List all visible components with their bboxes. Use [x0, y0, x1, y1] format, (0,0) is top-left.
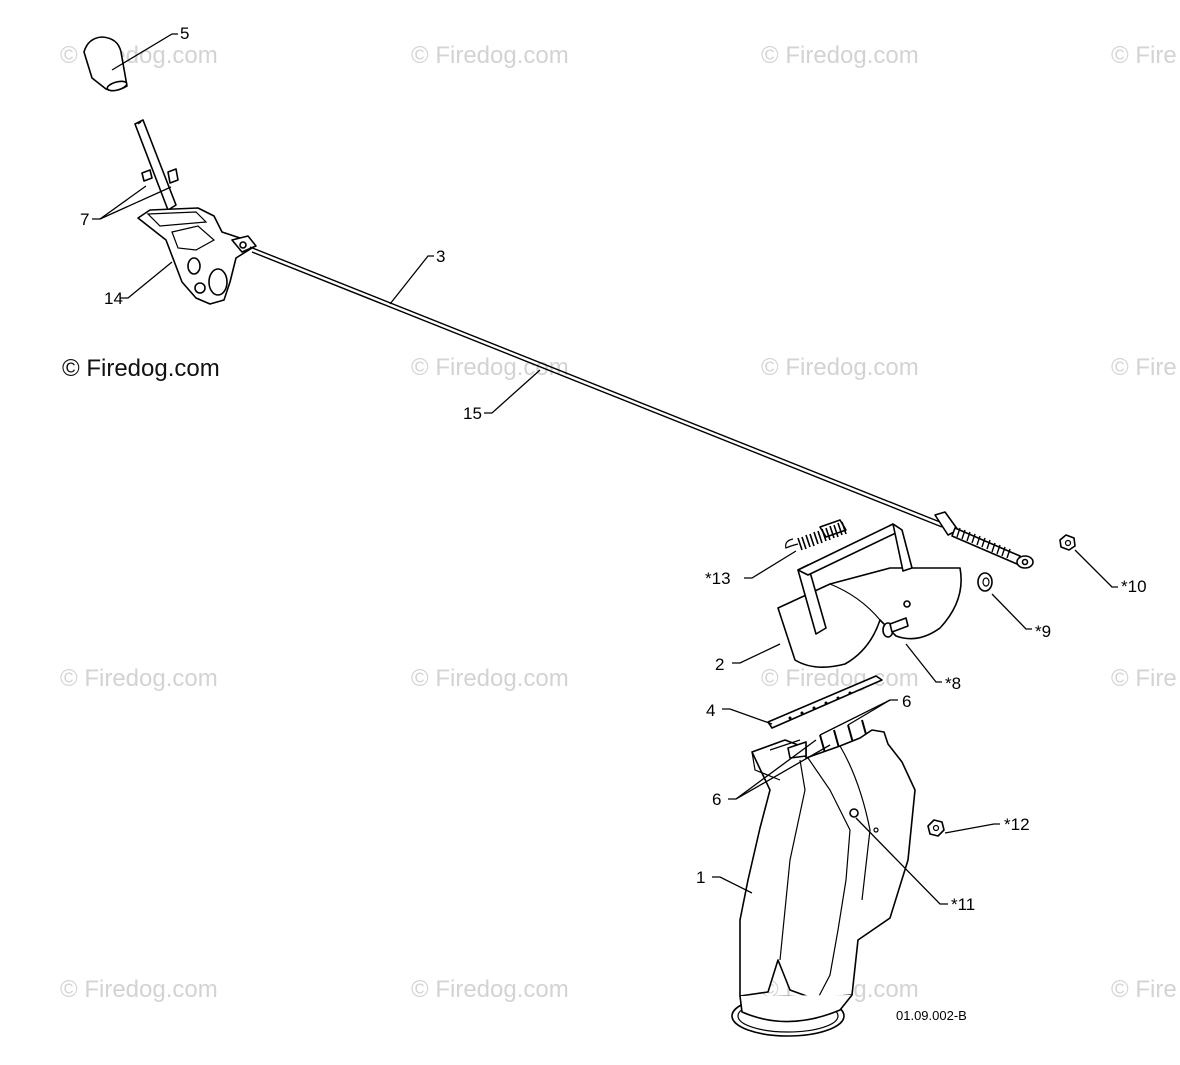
- callout-1: 1: [696, 868, 705, 887]
- watermark: © Firedog.com: [411, 665, 569, 692]
- spring-part: [785, 519, 847, 551]
- nut-12: [927, 819, 945, 837]
- callout-2: 2: [715, 655, 724, 674]
- watermark: © Firedog.com: [60, 42, 218, 69]
- leader-lines: [92, 33, 1118, 905]
- watermark: © Firedog.com: [411, 354, 569, 381]
- callout-9: *9: [1035, 622, 1051, 641]
- watermark: © Firedog.com: [60, 976, 218, 1003]
- callout-10: *10: [1121, 577, 1147, 596]
- drawing-code: 01.09.002-B: [896, 1008, 967, 1023]
- watermark: © Firedog.com: [411, 42, 569, 69]
- watermark: © Firedog.com: [411, 976, 569, 1003]
- callout-labels: 5 7 14 3 15 *13 *10 *9 2 *8 4 6 6 *12 1 …: [80, 24, 1147, 914]
- chute-body: [731, 729, 916, 1037]
- callout-14: 14: [104, 289, 123, 308]
- nut-10: [1059, 534, 1076, 551]
- callout-6: 6: [902, 692, 911, 711]
- watermark: © Firedog.com: [761, 665, 919, 692]
- callout-8: *8: [945, 674, 961, 693]
- watermark: © Fire: [1111, 42, 1177, 69]
- callout-11: *11: [951, 895, 975, 914]
- watermark: © Fire: [1111, 665, 1177, 692]
- callout-5: 5: [180, 24, 189, 43]
- callout-3: 3: [436, 247, 445, 266]
- watermark: © Firedog.com: [761, 354, 919, 381]
- plate-part: [767, 675, 883, 729]
- bracket-assembly: [137, 207, 257, 305]
- watermark: © Fire: [1111, 354, 1177, 381]
- callout-4: 4: [706, 701, 715, 720]
- washer-9: [977, 572, 993, 592]
- threaded-end: [934, 511, 1034, 569]
- watermark: © Firedog.com: [60, 665, 218, 692]
- watermark-grid: © Firedog.com © Firedog.com © Firedog.co…: [60, 42, 1177, 1003]
- copyright-notice: © Firedog.com: [62, 355, 220, 382]
- deflector-part: [777, 523, 962, 668]
- knob-part: [83, 36, 128, 92]
- shift-lever: [134, 119, 179, 211]
- callout-7: 7: [80, 210, 89, 229]
- callout-12: *12: [1004, 815, 1030, 834]
- watermark: © Firedog.com: [761, 42, 919, 69]
- bolt-part: [882, 617, 909, 638]
- callout-6: 6: [712, 790, 721, 809]
- watermark: © Fire: [1111, 976, 1177, 1003]
- control-rod: [249, 246, 943, 528]
- callout-15: 15: [463, 404, 482, 423]
- callout-13: *13: [705, 569, 731, 588]
